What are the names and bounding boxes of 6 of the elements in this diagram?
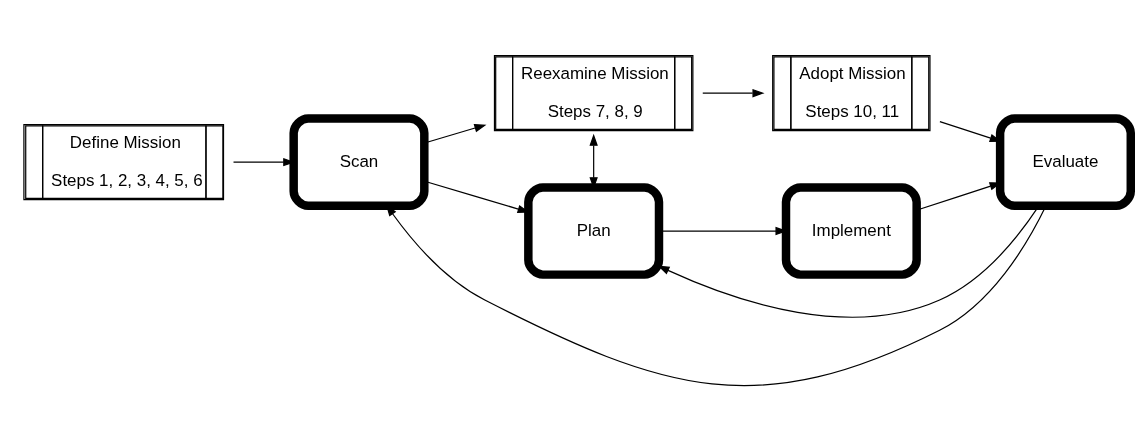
arrow — [702, 88, 765, 97]
node-box: Implement — [781, 182, 921, 279]
node-box: Evaluate — [995, 113, 1135, 210]
node-box: Plan — [524, 182, 664, 279]
arrow — [385, 203, 1047, 386]
node-box: Scan — [289, 113, 429, 210]
